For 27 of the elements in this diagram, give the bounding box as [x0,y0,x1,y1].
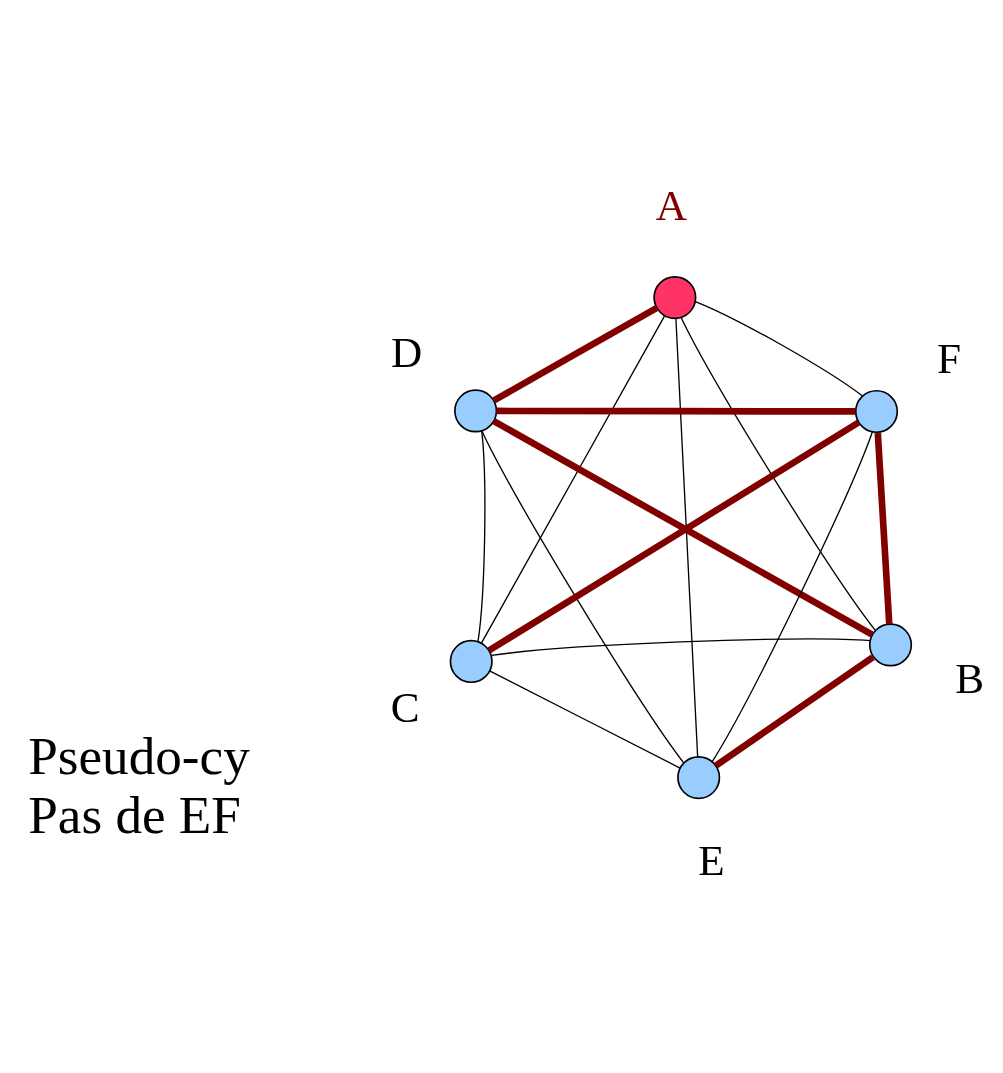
connector [477,429,486,642]
node-label: D [390,328,423,376]
connector [694,300,864,397]
connector [489,669,681,769]
label: Pseudo-cy [28,726,250,785]
node-circle [677,755,721,799]
connector [874,432,893,624]
node-label: B [955,654,985,702]
connector [675,317,699,757]
connector [492,304,659,403]
connector [496,407,856,415]
connector [481,429,685,763]
node-circle [449,639,493,683]
node-circle [854,389,899,433]
connector [711,430,874,762]
node-circle [653,275,697,319]
connector [713,653,875,768]
node-label: F [936,334,961,382]
label: Pas de EF [28,785,241,844]
node-circle [868,622,913,666]
node-label: A [655,181,687,229]
node-circle [454,388,498,432]
node-label: C [390,683,420,731]
connector [490,637,871,656]
connector [480,314,666,644]
connector [680,316,876,631]
node-label: E [698,836,725,884]
